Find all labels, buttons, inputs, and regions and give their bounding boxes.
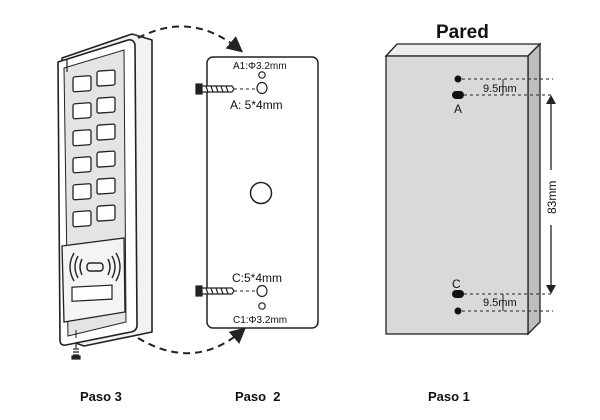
rfid-icon [69, 252, 121, 282]
keypad-device [57, 33, 153, 347]
step2-label: Paso 2 [235, 389, 281, 404]
wall-hole-a [452, 91, 464, 99]
label-c: C:5*4mm [232, 271, 282, 285]
rotate-arrow-bottom [137, 327, 247, 355]
wall-hole-c [452, 290, 464, 298]
rfid-reader-area [61, 237, 126, 323]
keypad-keys [72, 69, 116, 228]
hole-a-label: A [454, 102, 462, 116]
hole-a [256, 81, 268, 95]
dim-bottom-label: 9.5mm [483, 297, 517, 309]
screw-top-icon [195, 83, 235, 95]
hole-c-label: C [452, 277, 461, 291]
dim-vertical-label: 83mm [545, 181, 559, 214]
step1-label: Paso 1 [428, 389, 470, 404]
screw-bottom-icon [195, 285, 235, 297]
vertical-dimension-arrow [546, 95, 556, 294]
dim-top-label: 9.5mm [483, 83, 517, 95]
bottom-screw-icon [71, 343, 81, 360]
wall-title: Pared [436, 22, 489, 43]
label-c1: C1:Φ3.2mm [233, 315, 287, 326]
hole-c [256, 284, 268, 298]
wall-hole-c1 [454, 307, 462, 315]
label-a: A: 5*4mm [230, 98, 283, 112]
wall-block [384, 42, 542, 336]
cable-hole [249, 181, 273, 205]
hole-a1 [258, 71, 266, 79]
hole-c1 [258, 302, 266, 310]
wall-hole-a1 [454, 75, 462, 83]
mounting-plate [206, 56, 319, 329]
rotate-arrow-top [137, 25, 244, 53]
label-a1: A1:Φ3.2mm [233, 61, 287, 72]
step3-label: Paso 3 [80, 389, 122, 404]
